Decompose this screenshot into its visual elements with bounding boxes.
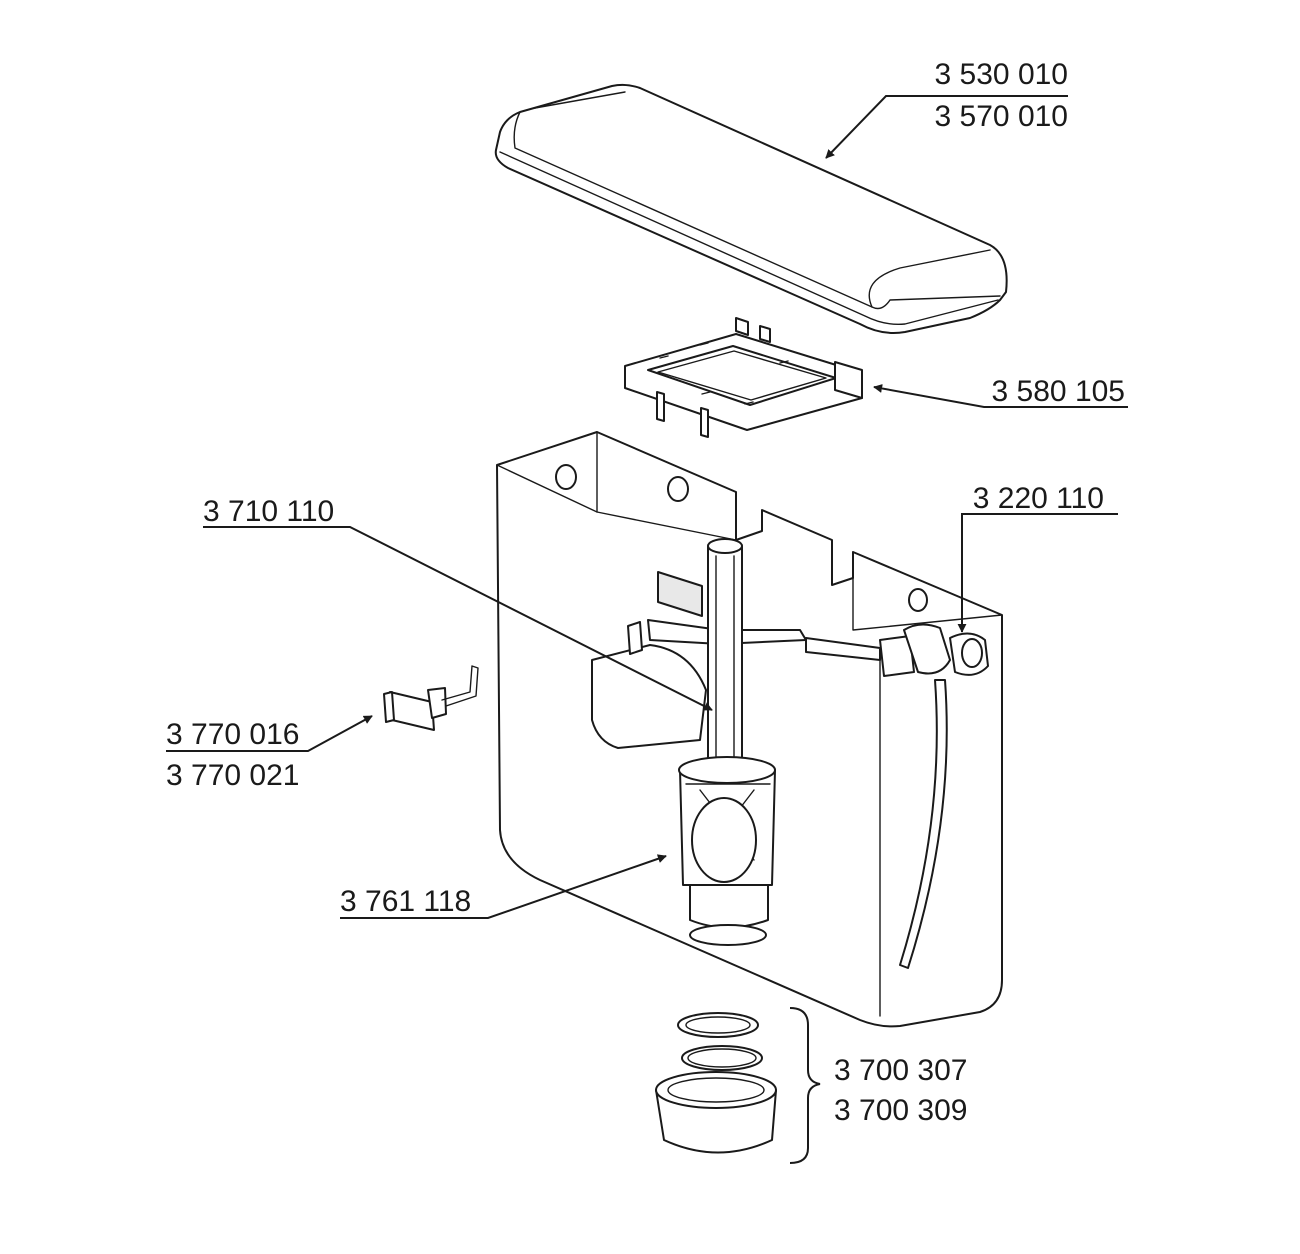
fill-valve <box>591 619 989 749</box>
leader-lid <box>825 95 1068 159</box>
label-push-button-1: 3 770 016 <box>166 718 299 751</box>
cistern-lid <box>494 83 1008 334</box>
labels: 3 530 010 3 570 010 3 580 105 3 220 110 … <box>166 58 1125 1127</box>
seal-brace <box>789 1007 821 1164</box>
leader-bracket <box>873 384 1128 408</box>
cistern-tank <box>496 431 1003 1028</box>
label-bracket: 3 580 105 <box>992 375 1125 408</box>
label-fill-valve: 3 220 110 <box>973 482 1104 515</box>
leader-flush-valve <box>340 854 667 919</box>
push-button <box>383 665 479 731</box>
label-seals-1: 3 700 307 <box>834 1054 967 1087</box>
leader-push-button <box>166 715 373 752</box>
label-overflow-pipe: 3 710 110 <box>203 495 334 528</box>
button-bracket <box>624 317 863 438</box>
overflow-pipe <box>707 538 743 786</box>
label-push-button-2: 3 770 021 <box>166 759 299 792</box>
seal-rings <box>655 1012 777 1154</box>
label-flush-valve: 3 761 118 <box>340 885 471 918</box>
label-lid-2: 3 570 010 <box>935 100 1068 133</box>
label-lid-1: 3 530 010 <box>935 58 1068 91</box>
label-seals-2: 3 700 309 <box>834 1094 967 1127</box>
leader-fill-valve <box>957 513 1118 633</box>
flush-valve <box>678 756 776 946</box>
leader-overflow-pipe <box>203 526 713 711</box>
